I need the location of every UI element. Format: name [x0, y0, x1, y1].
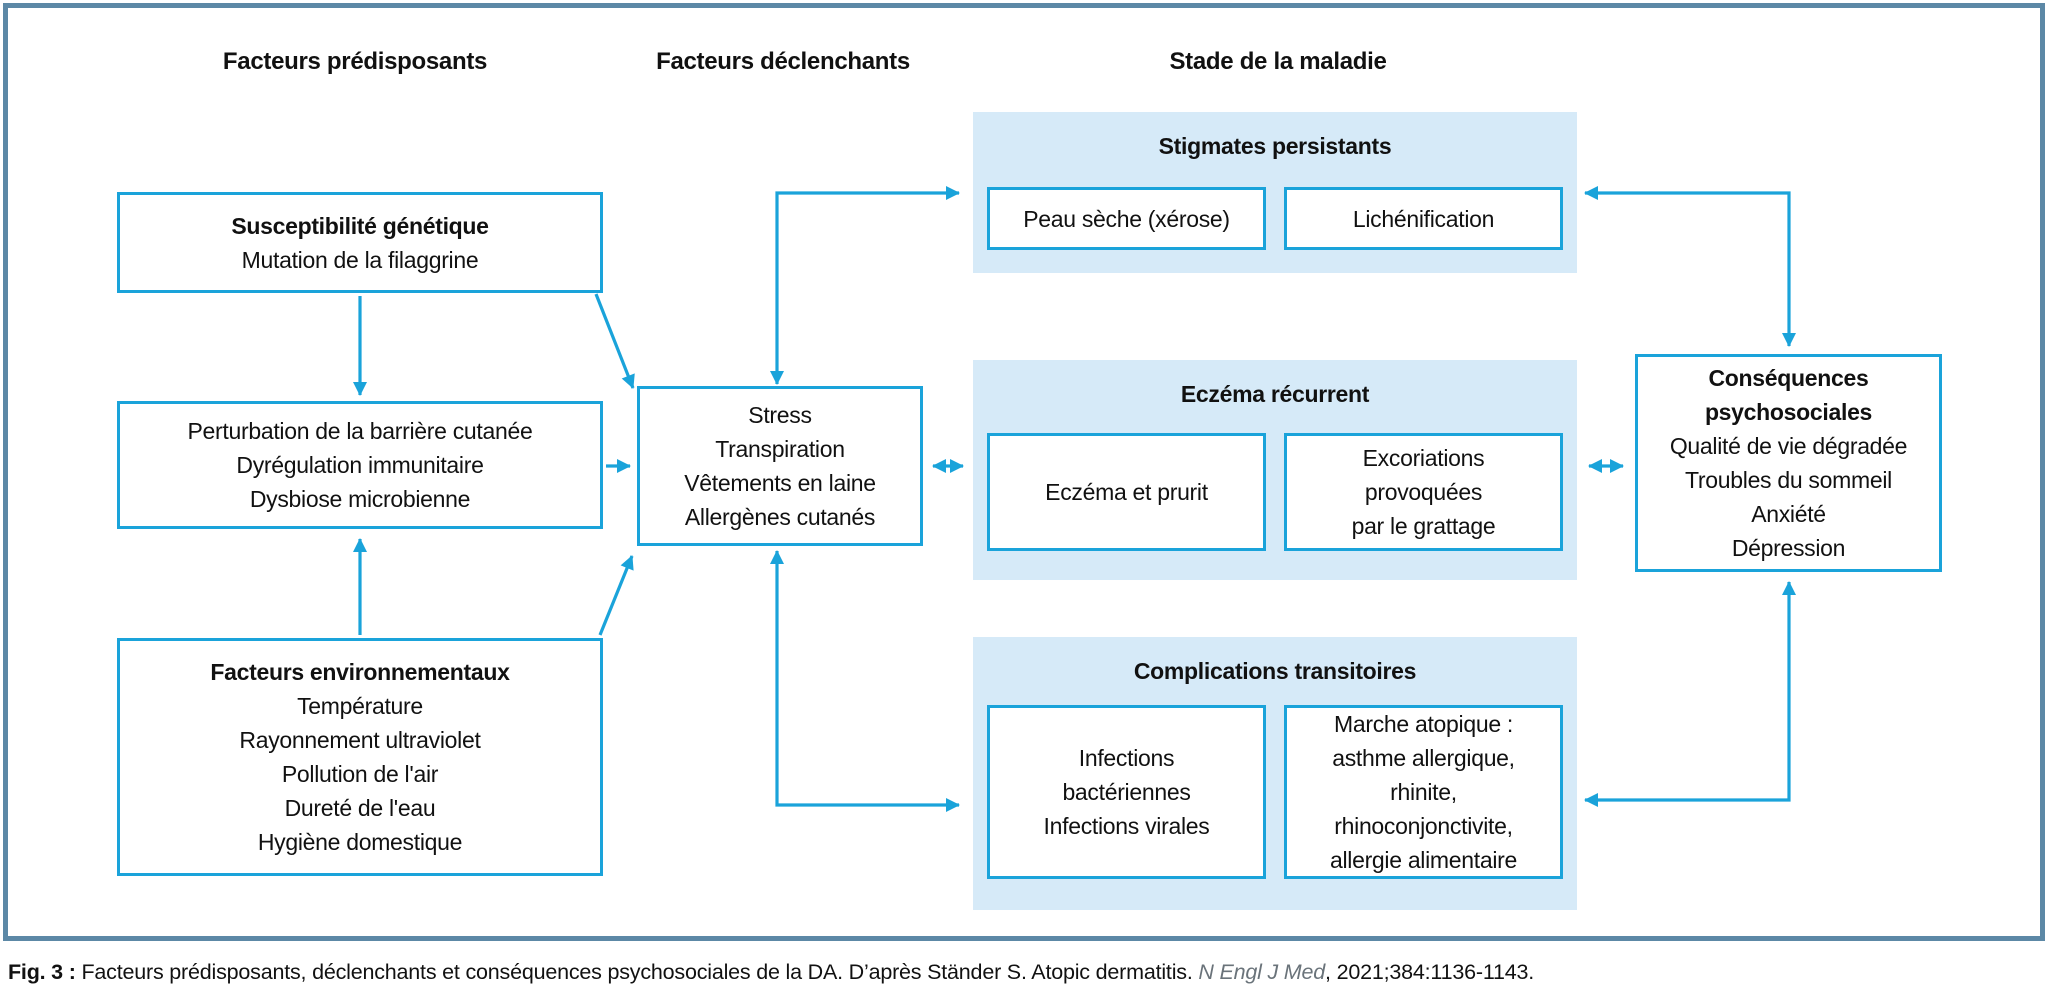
figure-caption: Fig. 3 : Facteurs prédisposants, déclenc… [8, 960, 2042, 985]
panel-stigmates-row: Peau sèche (xérose) Lichénification [987, 187, 1563, 250]
diagram-frame: Facteurs prédisposants Facteurs déclench… [3, 3, 2045, 941]
box-consequences-psychosociales-text: Qualité de vie dégradée Troubles du somm… [1669, 433, 1908, 561]
box-susceptibilite-genetique: Susceptibilité génétique Mutation de la … [117, 192, 603, 293]
box-consequences-psychosociales: Conséquences psychosociales Qualité de v… [1635, 354, 1942, 572]
box-facteurs-environnementaux-title: Facteurs environnementaux [210, 659, 510, 685]
box-infections: Infections bactériennes Infections viral… [987, 705, 1266, 879]
arrow-environment-to-triggers [598, 555, 634, 636]
panel-eczema-title: Eczéma récurrent [1180, 381, 1370, 407]
arrow-triggers-stigmates [770, 186, 960, 385]
caption-figure-number: Fig. 3 : [8, 960, 76, 984]
arrow-psychosocial-complications [1584, 581, 1796, 807]
arrow-layer [353, 186, 1796, 812]
box-peau-seche: Peau sèche (xérose) [987, 187, 1266, 250]
box-susceptibilite-genetique-title: Susceptibilité génétique [231, 212, 489, 239]
box-consequences-psychosociales-title: Conséquences psychosociales [1704, 365, 1873, 425]
box-eczema-et-prurit: Eczéma et prurit [987, 433, 1266, 551]
box-facteurs-declenchants-text: Stress Transpiration Vêtements en laine … [684, 402, 876, 530]
box-susceptibilite-genetique-text: Mutation de la filaggrine [241, 246, 479, 273]
arrow-genetic-to-triggers [594, 293, 635, 389]
box-marche-atopique: Marche atopique : asthme allergique, rhi… [1284, 705, 1563, 879]
box-excoriations: Excoriations provoquées par le grattage [1284, 433, 1563, 551]
arrow-triggers-complications [770, 550, 960, 812]
panel-complications-row: Infections bactériennes Infections viral… [987, 705, 1563, 879]
column-header-facteurs-predisposants: Facteurs prédisposants [222, 48, 488, 75]
caption-journal: N Engl J Med [1198, 960, 1326, 984]
column-header-stade-de-la-maladie: Stade de la maladie [1169, 48, 1387, 75]
box-perturbation-barriere-text: Perturbation de la barrière cutanée Dyré… [187, 418, 533, 512]
panel-stigmates-persistants: Stigmates persistants Peau sèche (xérose… [973, 112, 1577, 273]
column-header-facteurs-declenchants: Facteurs déclenchants [656, 48, 910, 75]
box-facteurs-environnementaux: Facteurs environnementaux Température Ra… [117, 638, 603, 876]
arrow-psychosocial-stigmates [1584, 186, 1796, 347]
caption-text: Facteurs prédisposants, déclenchants et … [75, 960, 1199, 984]
box-facteurs-declenchants: Stress Transpiration Vêtements en laine … [637, 386, 923, 546]
panel-eczema-row: Eczéma et prurit Excoriations provoquées… [987, 433, 1563, 551]
box-facteurs-environnementaux-text: Température Rayonnement ultraviolet Poll… [239, 693, 481, 855]
caption-reference: , 2021;384:1136-1143. [1325, 960, 1535, 984]
panel-eczema-recurrent: Eczéma récurrent Eczéma et prurit Excori… [973, 360, 1577, 580]
box-perturbation-barriere: Perturbation de la barrière cutanée Dyré… [117, 401, 603, 529]
panel-complications-title: Complications transitoires [1133, 658, 1417, 684]
box-lichenification: Lichénification [1284, 187, 1563, 250]
panel-stigmates-title: Stigmates persistants [1158, 133, 1392, 159]
panel-complications-transitoires: Complications transitoires Infections ba… [973, 637, 1577, 910]
